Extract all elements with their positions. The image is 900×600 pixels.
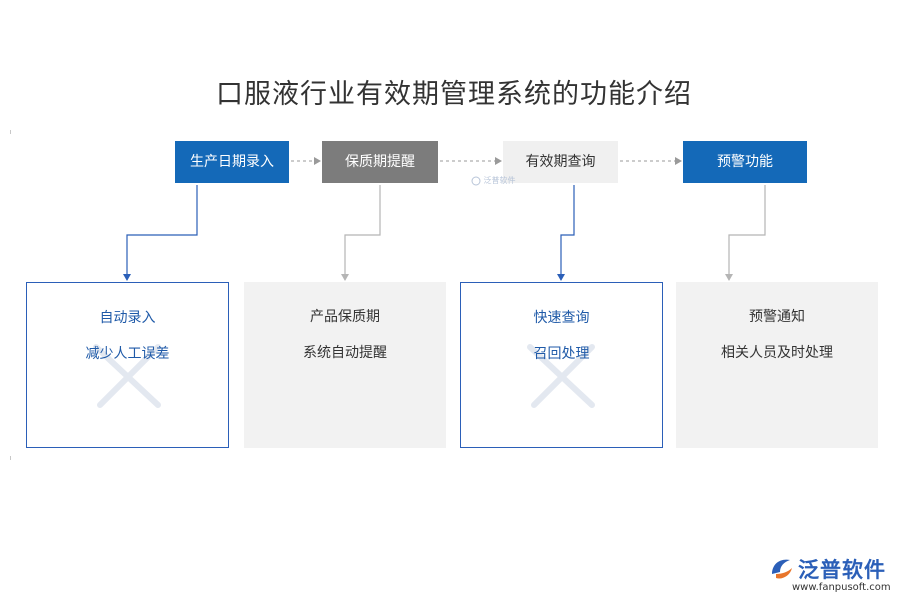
- center-watermark: 泛普软件: [471, 174, 531, 188]
- watermark-logo-icon: [471, 176, 481, 185]
- card-subtitle: 召回处理: [533, 346, 590, 362]
- diagram-title: 口服液行业有效期管理系统的功能介绍: [216, 79, 692, 110]
- step-production-date-entry: 生产日期录入: [175, 141, 289, 183]
- brand-logo: 泛普软件 www.fanpusoft.com: [768, 552, 898, 598]
- card-subtitle: 系统自动提醒: [303, 345, 387, 361]
- card-title: 产品保质期: [310, 309, 380, 325]
- card-subtitle: 减少人工误差: [85, 346, 170, 362]
- feature-card-shelf-life: 产品保质期 系统自动提醒: [244, 282, 446, 448]
- ruler-pencil-icon: [92, 344, 161, 408]
- card-title: 快速查询: [533, 310, 590, 326]
- feature-card-quick-query: 快速查询 召回处理: [460, 282, 663, 448]
- step-shelf-life-reminder: 保质期提醒: [322, 141, 438, 183]
- ruler-pencil-icon: [526, 344, 595, 408]
- watermark-text: 泛普软件: [483, 176, 516, 185]
- brand-name: 泛普软件: [798, 558, 886, 582]
- card-title: 预警通知: [749, 309, 805, 325]
- feature-card-auto-entry: 自动录入 减少人工误差: [26, 282, 229, 448]
- drop-connector-3: [557, 185, 575, 281]
- drop-connector-4: [725, 185, 766, 281]
- step-early-warning: 预警功能: [683, 141, 807, 183]
- drop-connector-1: [123, 185, 198, 281]
- drop-connector-2: [341, 185, 381, 281]
- step-expiry-query: 有效期查询: [503, 141, 618, 183]
- edge-tick-top: [10, 130, 11, 134]
- feature-card-warning-notice: 预警通知 相关人员及时处理: [676, 282, 878, 448]
- brand-url: www.fanpusoft.com: [792, 582, 891, 593]
- brand-logo-icon: [772, 559, 792, 579]
- card-title: 自动录入: [99, 310, 156, 326]
- card-subtitle: 相关人员及时处理: [721, 345, 833, 361]
- edge-tick-bottom: [10, 456, 11, 460]
